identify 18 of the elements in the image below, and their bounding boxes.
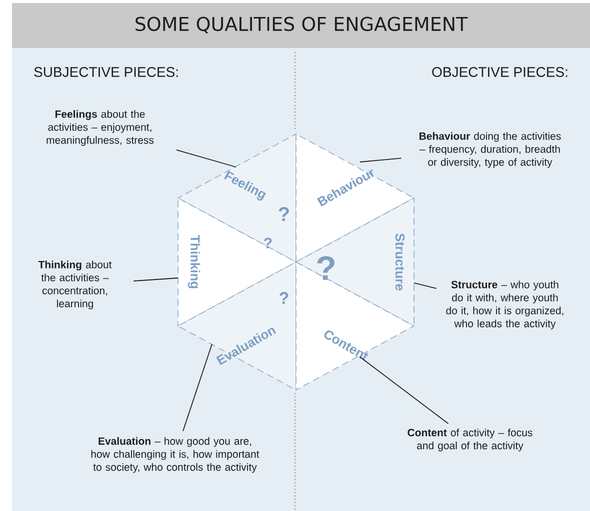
leader-line (176, 149, 236, 168)
leader-line (360, 158, 402, 162)
description-text: Structure – who youth do it with, where youth do it, how it is organized, who leads the activity (446, 280, 564, 330)
description-text: Thinking about the activities – concentration, learning (38, 260, 112, 310)
column-heading: OBJECTIVE PIECES: (432, 67, 568, 77)
leader-line (182, 344, 212, 432)
leader-line (414, 282, 437, 289)
description-text: Behaviour doing the activities – frequency, duration, breadth or diversity, type of activity (419, 132, 561, 168)
question-mark: ? (280, 292, 288, 304)
title-bar: SOME QUALITIES OF ENGAGEMENT (12, 3, 590, 48)
column-heading: SUBJECTIVE PIECES: (34, 67, 178, 77)
description-text: Content of activity – focus and goal of the activity (408, 428, 532, 452)
leader-line (133, 278, 178, 282)
description-text: Evaluation – how good you are, how challenging it is, how important to society, who controls the activity (91, 437, 260, 473)
leader-line (360, 356, 449, 424)
question-mark: ? (264, 238, 272, 248)
question-mark: ? (278, 207, 289, 221)
description-text: Feelings about the activities – enjoyment, meaningfulness, stress (46, 110, 154, 146)
